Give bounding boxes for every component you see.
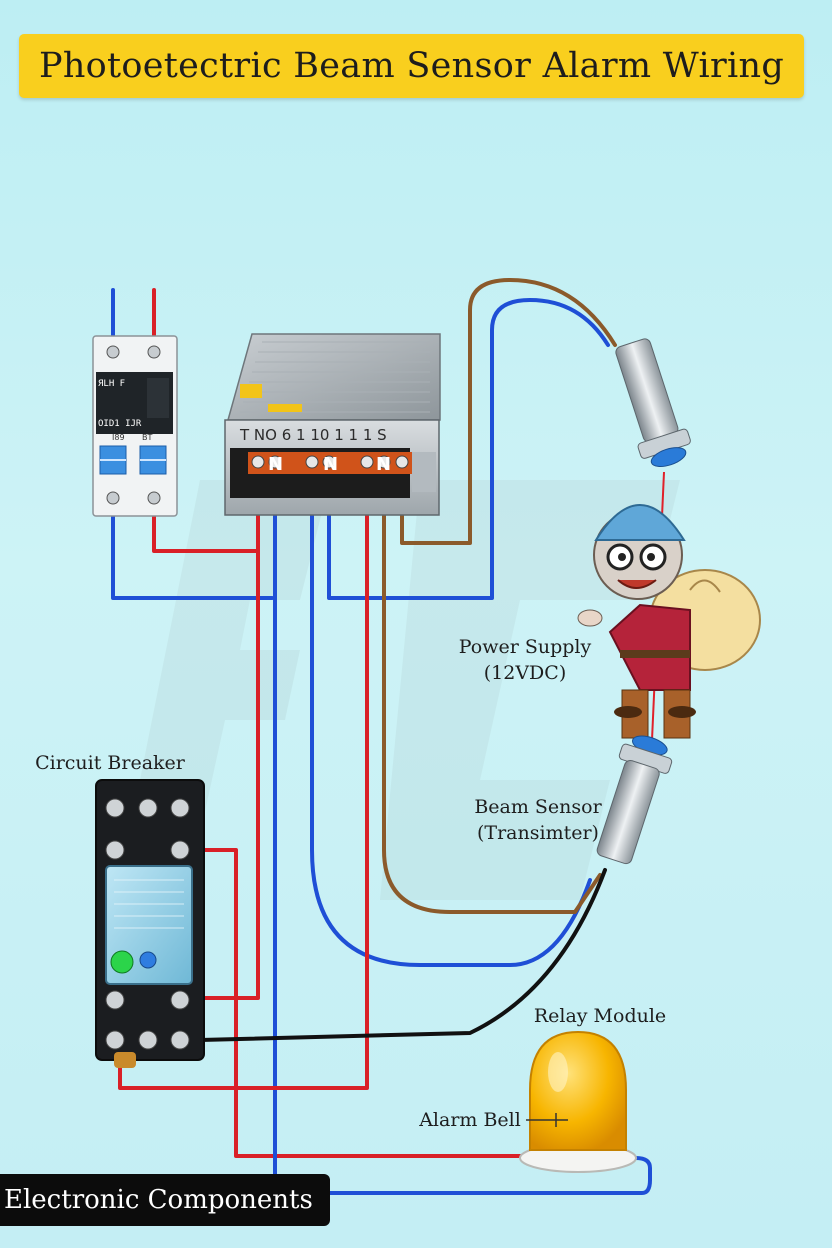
footer-badge: Electronic Components xyxy=(0,1174,330,1226)
brown-to-transmitter-wire xyxy=(382,460,602,914)
psu-red-to-relay-wire xyxy=(198,460,260,1000)
psu-blue-to-bell-wire xyxy=(273,460,652,1195)
black-transmitter-to-relay-wire xyxy=(198,868,607,1042)
alarm-bell-label: Alarm Bell xyxy=(419,1109,521,1131)
mains-breaker: ЯLH F OID1 IJR I89 BT xyxy=(92,335,178,517)
breaker-text-4: BT xyxy=(142,433,152,442)
cartoon-thief-icon xyxy=(577,504,761,739)
psu-n-terminal-2: N xyxy=(323,454,338,475)
beam-sensor-label-line1: Beam Sensor xyxy=(474,796,602,818)
power-supply-label-line1: Power Supply xyxy=(458,636,592,658)
psu-terminal-labels: T NO 6 1 10 1 1 1 S xyxy=(239,426,387,444)
beam-transmitter-sensor xyxy=(596,735,673,865)
power-supply-label: Power Supply (12VDC) xyxy=(450,634,600,686)
power-supply-unit: T NO 6 1 10 1 1 1 S N N N xyxy=(224,333,441,516)
relay-module-device xyxy=(95,779,205,1068)
breaker-text-3: I89 xyxy=(112,433,125,442)
wires xyxy=(111,278,652,1195)
circuit-breaker-label: Circuit Breaker xyxy=(35,752,185,774)
beam-sensor-label: Beam Sensor (Transimter) xyxy=(458,794,618,846)
breaker-blue-out-wire xyxy=(111,498,274,600)
beam-receiver-sensor xyxy=(615,338,691,467)
psu-n-terminal-1: N xyxy=(268,454,283,475)
relay-module-label: Relay Module xyxy=(533,1005,667,1027)
breaker-text-2: OID1 IJR xyxy=(98,419,142,429)
alarm-bell-icon xyxy=(519,1030,637,1173)
relay-red-to-bell-wire xyxy=(198,848,522,1158)
breaker-text-1: ЯLH F xyxy=(98,379,125,389)
psu-n-terminal-3: N xyxy=(376,454,391,475)
brown-to-receiver-wire xyxy=(400,278,617,545)
psu-blue-to-transmitter-wire xyxy=(310,460,592,967)
beam-sensor-label-line2: (Transimter) xyxy=(477,822,599,844)
psu-blue-to-receiver-wire xyxy=(327,298,610,600)
page-title: Photoetectric Beam Sensor Alarm Wiring xyxy=(19,34,804,98)
power-supply-label-line2: (12VDC) xyxy=(483,662,567,684)
breaker-red-out-wire xyxy=(152,498,258,553)
